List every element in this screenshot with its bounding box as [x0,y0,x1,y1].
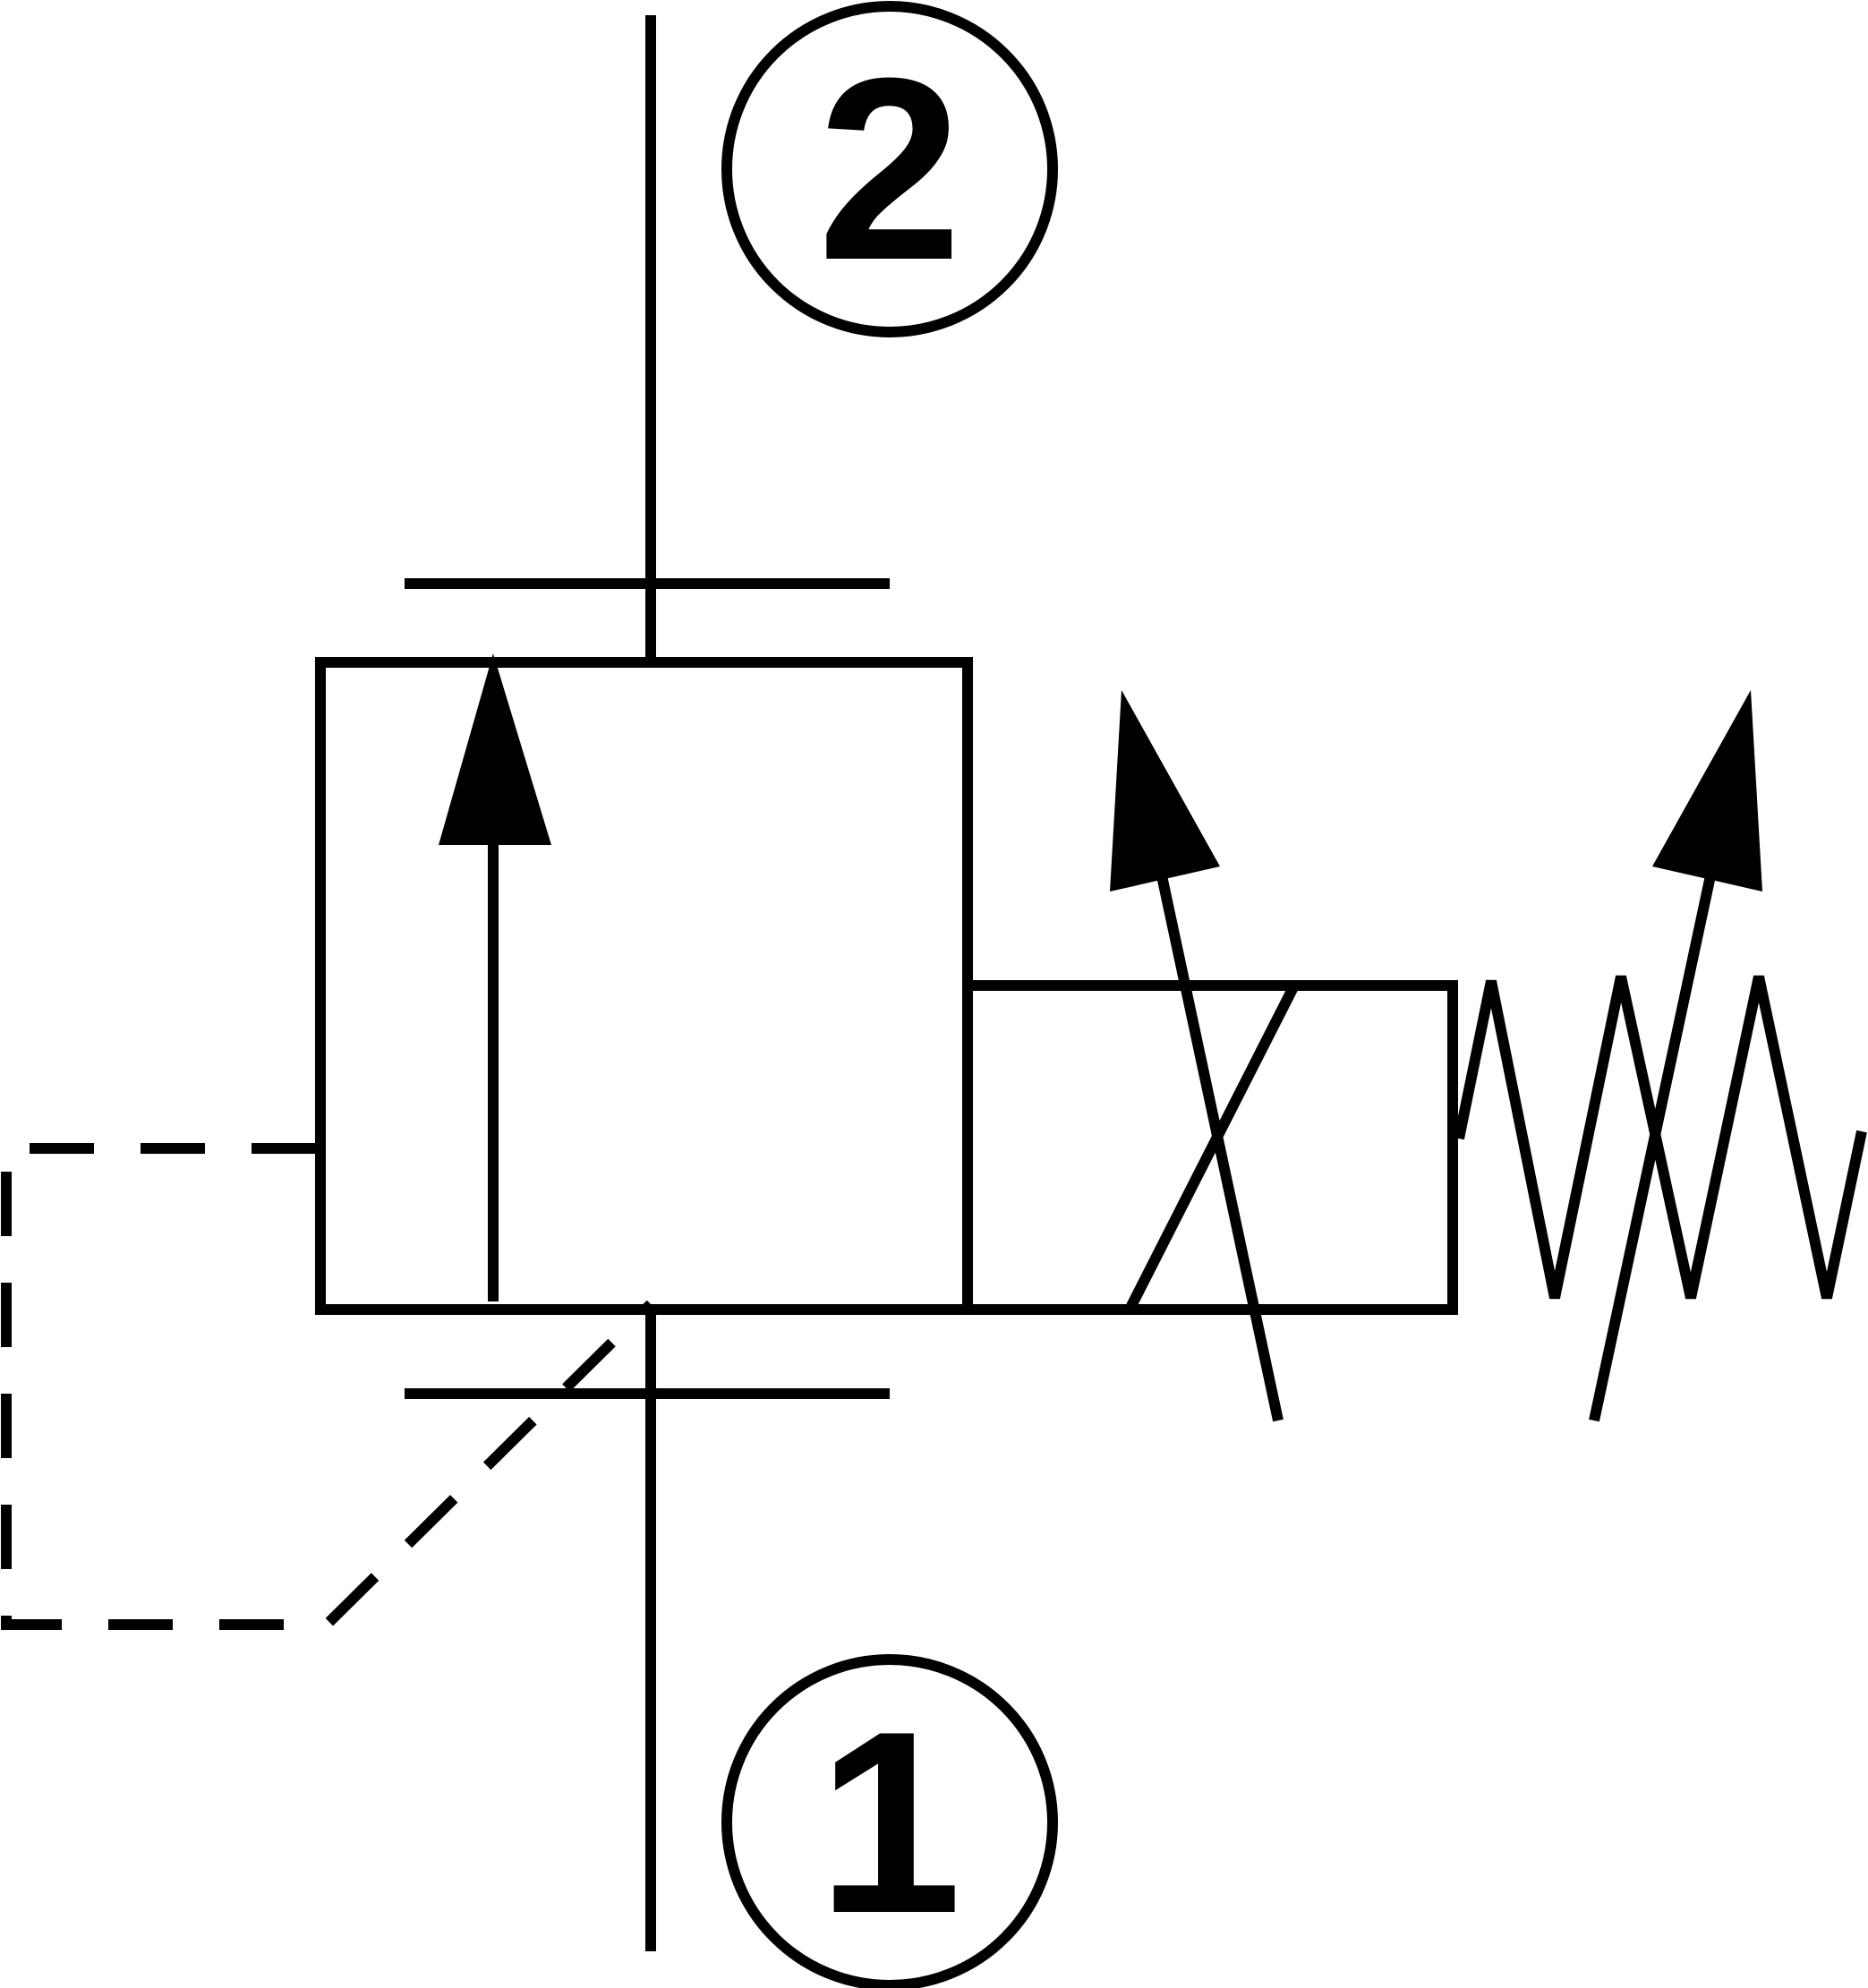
solenoid-diagonal [1124,983,1300,1312]
spring-arrow-shaft [1589,853,1720,1422]
port-1-marker: 1 [721,1654,1058,1988]
valve-body [315,657,973,1315]
proportional-solenoid-arrow [1110,690,1284,1422]
solenoid-actuator [962,980,1458,1315]
flow-arrow-head [439,653,551,845]
solenoid-arrow-shaft [1152,853,1284,1422]
port-1-label: 1 [817,1677,961,1967]
port-2-marker: 2 [721,1,1058,337]
spring [1454,975,1867,1300]
port-1-circle [721,1654,1058,1988]
port-connection-bars [405,578,890,1399]
flow-arrow [439,653,551,1301]
port-2-circle [721,1,1058,337]
adjustable-spring-arrow [1589,690,1762,1422]
solenoid-arrow-head [1110,690,1220,892]
port-2-label: 2 [817,24,961,314]
spring-arrow-head [1652,690,1762,892]
pilot-line [1,1143,655,1630]
